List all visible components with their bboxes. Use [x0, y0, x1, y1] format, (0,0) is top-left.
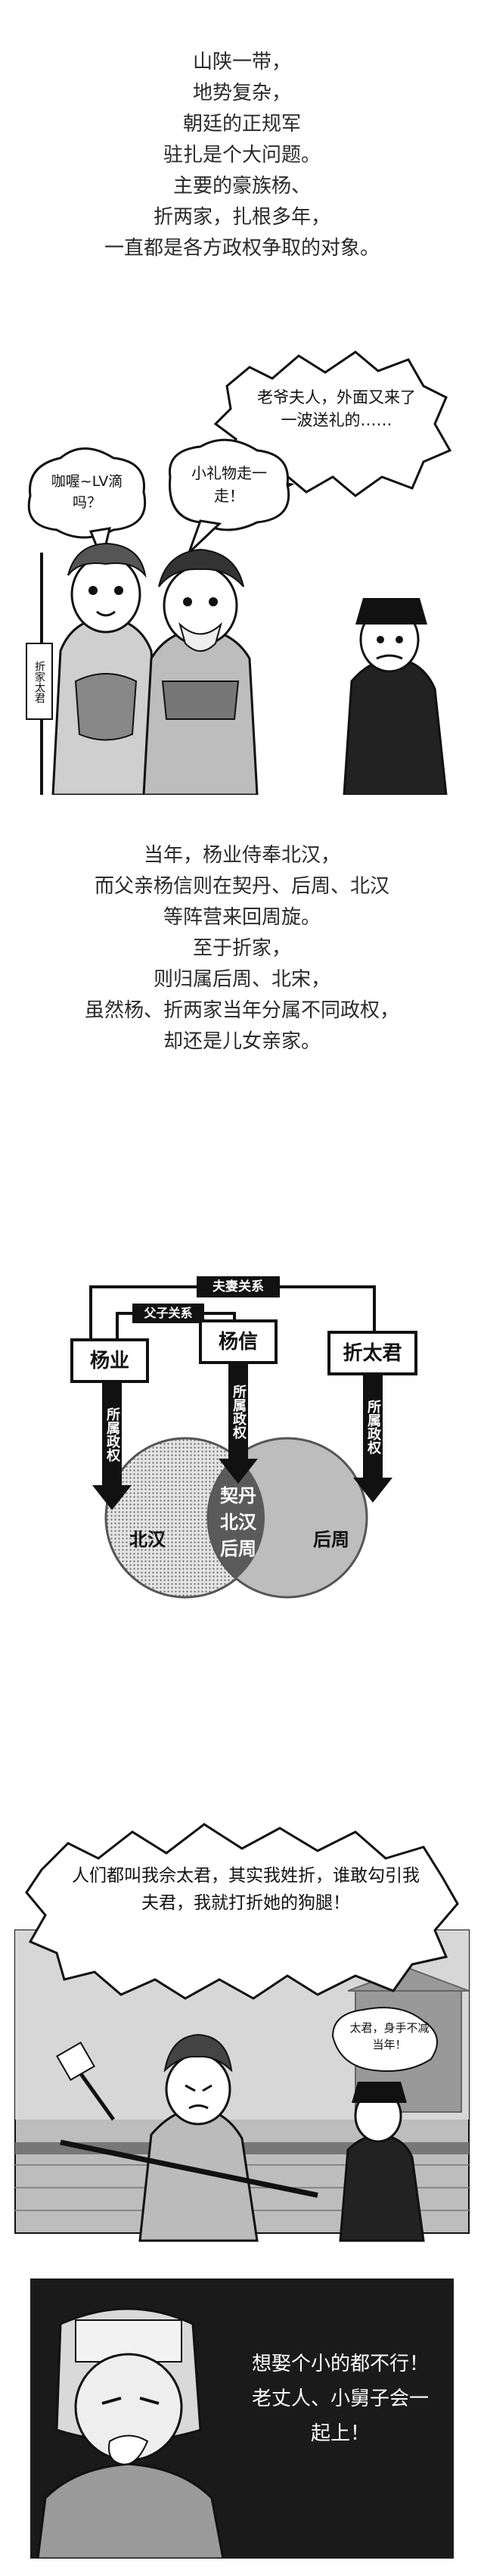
parent-child-relation-label: 父子关系 [144, 1306, 193, 1320]
spouse-relation-label: 夫妻关系 [213, 1279, 264, 1294]
lord-closeup-figure [36, 2307, 225, 2559]
taijun-figure [56, 2033, 318, 2242]
servant-figure-2 [339, 2082, 425, 2242]
circle-left-label: 北汉 [129, 1529, 166, 1550]
lord-speech-text: 小礼物走一走！ [191, 464, 267, 505]
taijun-speech-text: 人们都叫我佘太君，其实我姓折，谁敢勾引我夫君，我就打折她的狗腿！ [72, 1866, 420, 1913]
node-yangye [70, 1338, 149, 1383]
circle-overlap [208, 1438, 265, 1597]
intro-text: 山陕一带， 地势复杂， 朝廷的正规军 驻扎是个大问题。 主要的豪族杨、 折两家，… [0, 47, 484, 264]
node-yangxin-label: 杨信 [218, 1331, 258, 1353]
lord-figure [142, 548, 259, 795]
lord-closeup-illustration [30, 2279, 454, 2559]
comic-panel-lord: 想娶个小的都不行！老丈人、小舅子会一起上！ [30, 2279, 454, 2559]
lady-speech-text: 咖喔~LV滴吗？ [51, 473, 123, 511]
flag-text: 折家太君 [33, 661, 45, 703]
arrow-label-right: 所属政权 [365, 1400, 381, 1454]
comic-panel-gifts: 老爷夫人，外面又来了一波送礼的…… 咖喔~LV滴吗？ 小礼物走一走！ 折家太君 [0, 326, 484, 795]
relationship-diagram: 夫妻关系 父子关系 杨业 杨信 折太君 所属政权 所属政权 所属政权 北汉 后周… [60, 1249, 424, 1605]
overlap-label-2: 北汉 [220, 1512, 256, 1533]
node-yangxin [199, 1319, 278, 1364]
intro-line: 折两家，扎根多年， [153, 206, 330, 229]
relationship-diagram-svg [70, 1276, 417, 1599]
overlap-label-1: 契丹 [220, 1485, 256, 1506]
servant-small-bubble [331, 2007, 438, 2072]
lady-speech-bubble [27, 447, 147, 539]
intro-line: 主要的豪族杨、 [172, 175, 311, 198]
history-line: 虽然杨、折两家当年分属不同政权， [84, 999, 399, 1022]
lord-closeup-speech-text: 想娶个小的都不行！老丈人、小舅子会一起上！ [251, 2353, 429, 2445]
intro-line: 山陕一带， [192, 51, 291, 73]
taijun-scene-illustration [14, 1823, 470, 2242]
history-line: 当年，杨业侍奉北汉， [143, 844, 340, 867]
arrow-label-left: 所属政权 [104, 1407, 120, 1462]
lady-figure [51, 542, 160, 795]
history-line: 至于折家， [192, 937, 291, 960]
intro-line: 地势复杂， [192, 82, 291, 104]
servant-figure [343, 598, 448, 795]
comic-panel-taijun: 人们都叫我佘太君，其实我姓折，谁敢勾引我夫君，我就打折她的狗腿！ 太君，身手不减… [0, 1817, 484, 2256]
intro-line: 驻扎是个大问题。 [163, 144, 321, 167]
taijun-speech-bubble [25, 1823, 459, 2000]
node-zhetaijun-label: 折太君 [343, 1342, 402, 1365]
history-text: 当年，杨业侍奉北汉， 而父亲杨信则在契丹、后周、北汉 等阵营来回周旋。 至于折家… [0, 840, 484, 1057]
history-line: 等阵营来回周旋。 [163, 906, 321, 929]
gift-scene-illustration [26, 350, 452, 795]
overlap-label-3: 后周 [220, 1538, 256, 1559]
history-line: 却还是儿女亲家。 [163, 1030, 321, 1053]
circle-right-label: 后周 [313, 1529, 349, 1550]
servant-speech-text: 老爷夫人，外面又来了一波送礼的…… [257, 388, 416, 429]
history-line: 而父亲杨信则在契丹、后周、北汉 [94, 875, 389, 898]
node-yangye-label: 杨业 [89, 1350, 129, 1372]
servant-small-text: 太君，身手不减当年！ [349, 2021, 430, 2051]
arrow-label-middle: 所属政权 [231, 1385, 247, 1439]
history-line: 则归属后周、北宋， [153, 968, 330, 991]
intro-line: 朝廷的正规军 [182, 113, 301, 135]
intro-line: 一直都是各方政权争取的对象。 [104, 237, 380, 260]
